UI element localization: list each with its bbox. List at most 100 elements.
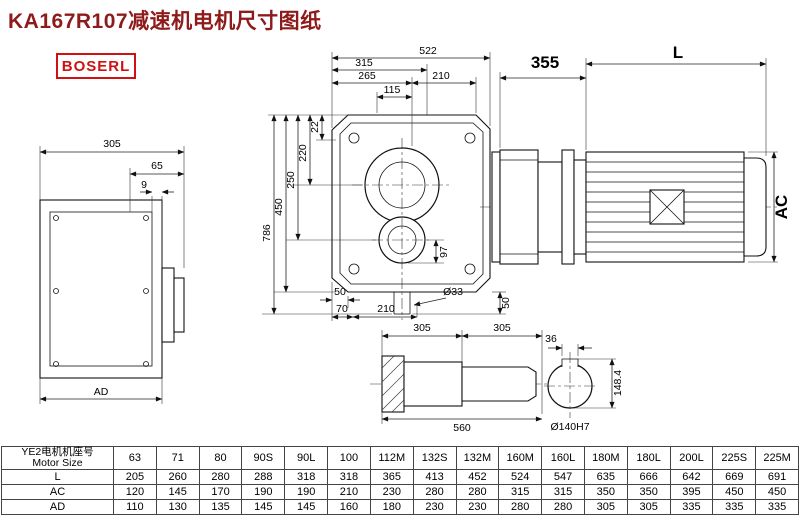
table-cell: 145: [155, 484, 200, 500]
table-cell: 547: [541, 469, 585, 485]
column-header: 225M: [755, 446, 799, 470]
column-header: 160M: [498, 446, 543, 470]
table-cell: 350: [626, 484, 671, 500]
dim-front-115: 115: [384, 84, 401, 96]
table-cell: 335: [712, 499, 757, 515]
table-cell: 130: [155, 499, 200, 515]
table-cell: 335: [669, 499, 714, 515]
technical-drawing: 305 65 9 AD: [39, 43, 791, 434]
side-view: 305 65 9 AD: [39, 138, 185, 404]
bore-view: 36 148.4 Ø140H7: [544, 333, 624, 433]
dim-motor-L: L: [673, 43, 683, 62]
column-header: 80: [198, 446, 243, 470]
column-header: 200L: [669, 446, 714, 470]
column-header: 100: [327, 446, 371, 470]
table-cell: 450: [755, 484, 799, 500]
page-title: KA167R107减速机电机尺寸图纸: [8, 10, 322, 33]
table-cell: 280: [412, 484, 457, 500]
dim-front-210b: 210: [377, 303, 395, 315]
table-cell: 170: [198, 484, 243, 500]
dim-motor-AC: AC: [772, 195, 791, 220]
table-cell: 160: [327, 499, 371, 515]
dim-shaft-305b: 305: [493, 322, 511, 334]
brand-logo-text: BOSERL: [61, 57, 131, 75]
table-cell: 350: [583, 484, 628, 500]
table-cell: 280: [198, 469, 243, 485]
table-cell: 365: [369, 469, 414, 485]
table-cell: 315: [541, 484, 585, 500]
table-cell: 280: [455, 484, 500, 500]
dim-side-ad: AD: [94, 386, 109, 398]
dim-front-70: 70: [336, 303, 348, 315]
column-header: 63: [113, 446, 157, 470]
dim-front-786: 786: [261, 224, 273, 242]
table-cell: 145: [284, 499, 329, 515]
table-cell: 305: [626, 499, 671, 515]
column-header: 225S: [712, 446, 757, 470]
table-cell: 635: [583, 469, 628, 485]
table-cell: 669: [712, 469, 757, 485]
brand-logo: BOSERL: [56, 53, 136, 79]
row-label: L: [1, 469, 114, 485]
table-cell: 190: [241, 484, 286, 500]
dim-side-305: 305: [103, 138, 121, 150]
row-label: AD: [1, 499, 114, 515]
table-cell: 318: [284, 469, 329, 485]
dim-front-522: 522: [419, 45, 437, 57]
table-cell: 335: [755, 499, 799, 515]
table-cell: 524: [498, 469, 543, 485]
dim-front-250: 250: [285, 171, 297, 189]
table-cell: 110: [113, 499, 157, 515]
dim-front-50-right: 50: [500, 297, 512, 309]
column-header: 112M: [369, 446, 414, 470]
dim-shaft-305a: 305: [413, 322, 431, 334]
dim-side-65: 65: [151, 160, 163, 172]
dim-bore-36: 36: [545, 333, 557, 345]
table-cell: 145: [241, 499, 286, 515]
column-header: 180L: [626, 446, 671, 470]
table-cell: 230: [455, 499, 500, 515]
table-cell: 135: [198, 499, 243, 515]
table-cell: 230: [412, 499, 457, 515]
table-cell: 180: [369, 499, 414, 515]
dim-bore-148: 148.4: [612, 370, 624, 396]
front-view: 522 315 265 210 115 22 220 250: [261, 45, 512, 321]
dim-motor-355: 355: [531, 53, 559, 72]
dim-bore-dia140: Ø140H7: [550, 421, 589, 433]
dim-side-9: 9: [141, 179, 147, 191]
table-cell: 280: [498, 499, 543, 515]
dim-front-265: 265: [358, 70, 376, 82]
table-cell: 315: [498, 484, 543, 500]
shaft-view: 305 305 560: [370, 322, 552, 434]
table-cell: 450: [712, 484, 757, 500]
table-cell: 288: [241, 469, 286, 485]
dim-front-22: 22: [309, 121, 321, 133]
table-cell: 210: [327, 484, 371, 500]
table-cell: 205: [113, 469, 157, 485]
table-cell: 666: [626, 469, 671, 485]
table-cell: 691: [755, 469, 799, 485]
dim-front-210: 210: [432, 70, 450, 82]
column-header: 132S: [412, 446, 457, 470]
table-cell: 318: [327, 469, 371, 485]
table-cell: 413: [412, 469, 457, 485]
column-header: 90L: [284, 446, 329, 470]
table-cell: 230: [369, 484, 414, 500]
table-cell: 452: [455, 469, 500, 485]
table-cell: 120: [113, 484, 157, 500]
column-header: 160L: [541, 446, 585, 470]
table-cell: 260: [155, 469, 200, 485]
dim-front-97: 97: [438, 246, 450, 258]
table-cell: 280: [541, 499, 585, 515]
table-cell: 190: [284, 484, 329, 500]
table-cell: 642: [669, 469, 714, 485]
column-header: 90S: [241, 446, 286, 470]
motor-view: 355 L AC: [480, 43, 791, 265]
dim-front-315: 315: [355, 57, 373, 69]
